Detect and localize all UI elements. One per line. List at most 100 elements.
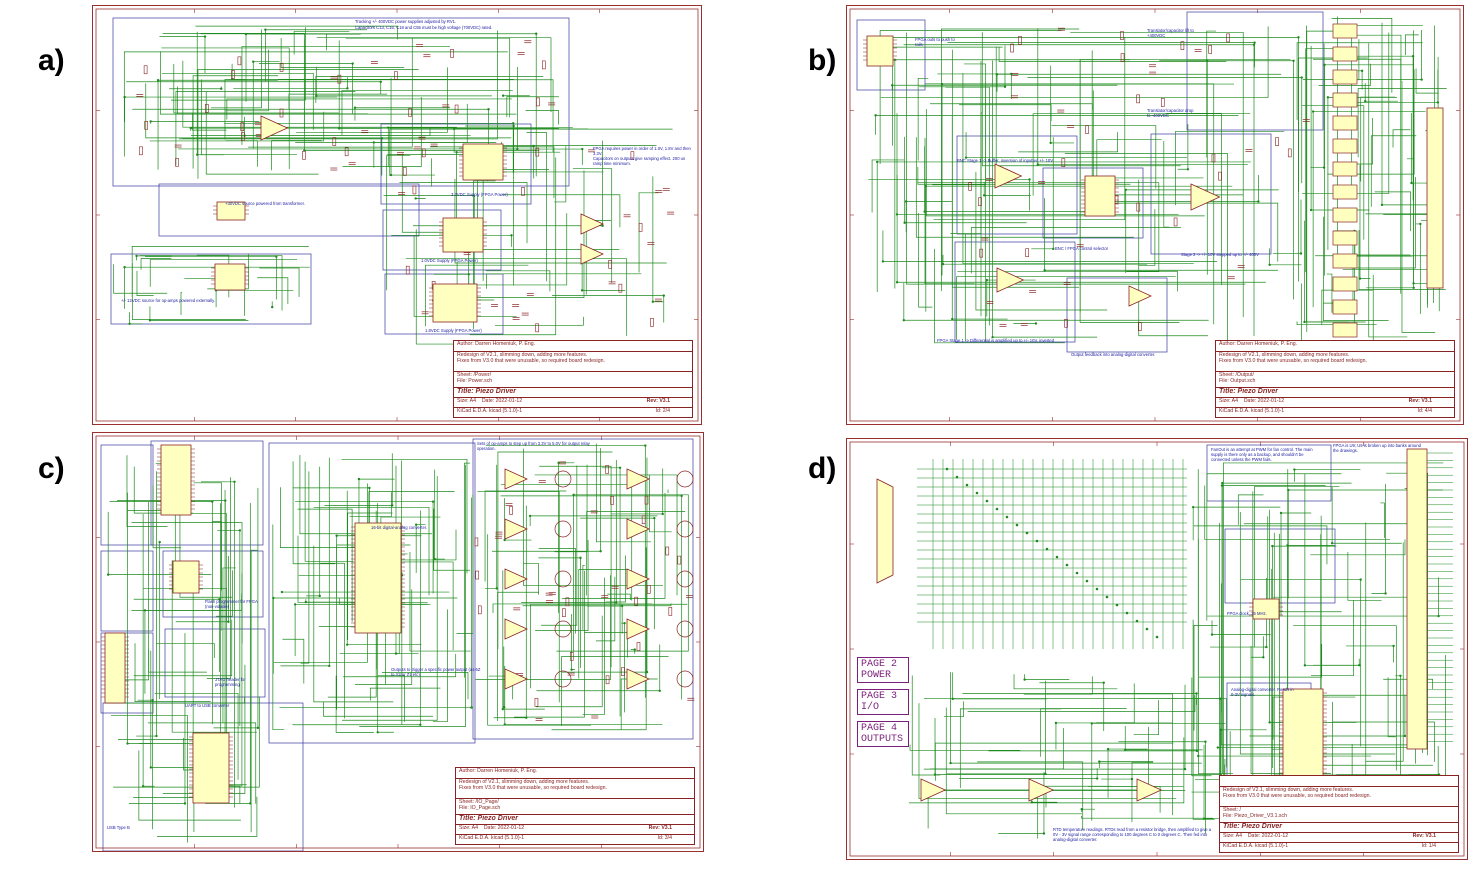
tb-file-text: File: IO_Page.sch — [459, 805, 501, 811]
schematic-sheet-output: FPGA outs to push to rails Translator/ca… — [846, 5, 1464, 425]
tb-redesign: Redesign of V2.1, slimming down, adding … — [454, 351, 692, 364]
tb-rev: Rev: V3.1 — [1408, 398, 1432, 404]
tb-sheet: Sheet: /Output/File: Output.sch — [1216, 371, 1454, 384]
tb-fixes-text: Fixes from V3.0 that were unusable, so r… — [459, 785, 607, 791]
tb-redesign: Redesign of V2.1, slimming down, adding … — [1220, 786, 1458, 799]
title-block: Author: Darren Homeniuk, P. Eng. Redesig… — [453, 340, 693, 418]
tb-file-text: File: Piezo_Driver_V3.1.sch — [1223, 813, 1288, 819]
tb-title: Title: Piezo Driver — [1216, 387, 1454, 395]
tb-size-date: Size: A4 Date: 2022-01-12 Rev: V3.1 — [1220, 832, 1458, 839]
tb-rev: Rev: V3.1 — [648, 825, 672, 831]
tb-sheet-text: Sheet: / — [1223, 807, 1241, 813]
tb-redesign-text: Redesign of V2.1, slimming down, adding … — [459, 779, 590, 785]
note-30v-source: +30VDC source powered from transformer. — [225, 201, 305, 206]
tb-kicad-text: KiCad E.D.A. kicad (5.1.0)-1 — [1219, 408, 1285, 414]
note-opamp-stepup: Sets of op-amps to step up from 3.3V to … — [477, 441, 590, 451]
title-block: Author: Darren Homeniuk, P. Eng. Redesig… — [455, 767, 695, 845]
tb-title: Title: Piezo Driver — [454, 387, 692, 395]
tb-fixes-text: Fixes from V3.0 that were unusable, so r… — [1223, 793, 1371, 799]
tb-author: Author: Darren Homeniuk, P. Eng. — [459, 768, 538, 774]
tb-kicad: KiCad E.D.A. kicad (5.1.0)-1 Id: 3/4 — [456, 834, 694, 841]
tb-author: Author: Darren Homeniuk, P. Eng. — [457, 341, 536, 347]
note-fpga-banks: FPGA is U9; U9 is broken up into banks a… — [1333, 443, 1421, 453]
tb-sheet: Sheet: /IO_Page/File: IO_Page.sch — [456, 798, 694, 811]
schematic-drawing-root — [849, 441, 1465, 857]
tb-file-text: File: Output.sch — [1219, 378, 1256, 384]
tb-size: Size: A4 — [1219, 398, 1239, 404]
note-1v8-supply: 1.8VDC Supply (FPGA Power) — [425, 328, 482, 333]
tb-id: Id: 1/4 — [1421, 843, 1436, 849]
tb-size-date: Size: A4 Date: 2022-01-12 Rev: V3.1 — [1216, 397, 1454, 404]
note-rtd: RTD temperature readings. RTDs read from… — [1053, 827, 1212, 842]
note-fpga-power: FPGA requires power in order of 1.0V, 1.… — [593, 146, 691, 156]
tb-fixes-text: Fixes from V3.0 that were unusable, so r… — [457, 358, 605, 364]
tb-rev: Rev: V3.1 — [646, 398, 670, 404]
note-usb: USB Type B — [107, 825, 130, 830]
note-fpga-outs: FPGA outs to push to rails — [915, 37, 955, 47]
tb-sheet: Sheet: /File: Piezo_Driver_V3.1.sch — [1220, 806, 1458, 819]
tb-sheet-text: Sheet: /Output/ — [1219, 372, 1254, 378]
tb-size-date: Size: A4 Date: 2022-01-12 Rev: V3.1 — [456, 824, 694, 831]
tb-fixes-text: Fixes from V3.0 that were unusable, so r… — [1219, 358, 1367, 364]
title-block: Redesign of V2.1, slimming down, adding … — [1219, 775, 1459, 853]
tb-title: Title: Piezo Driver — [1220, 822, 1458, 830]
note-dac: 16-bit digital-analog converter. — [371, 525, 428, 530]
title-block: Author: Darren Homeniuk, P. Eng. Redesig… — [1215, 340, 1455, 418]
note-ramp: Capacitors on outputs give ramping effec… — [593, 156, 686, 166]
note-opamp-source: +/- 12VDC source for op-amps powered ext… — [121, 298, 216, 303]
schematic-sheet-power: Tracking +/- 400VDC power supplies adjus… — [92, 5, 702, 425]
schematic-drawing-power — [95, 8, 699, 422]
panel-label-d: d) — [808, 452, 837, 485]
tb-sheet-text: Sheet: /Power/ — [457, 372, 492, 378]
tb-id: Id: 3/4 — [657, 835, 672, 841]
note-drop: Translator/capacitor drop to -400VDC — [1147, 108, 1194, 118]
tb-kicad: KiCad E.D.A. kicad (5.1.0)-1 Id: 1/4 — [1220, 842, 1458, 849]
note-fanout: FanOut is an attempt at PWM for fan cont… — [1211, 447, 1313, 462]
note-uart: UART to USB converter — [185, 703, 230, 708]
panel-label-c: c) — [38, 452, 65, 485]
tb-date: Date: 2022-01-12 — [483, 825, 525, 831]
tb-redesign: Redesign of V2.1, slimming down, adding … — [1216, 351, 1454, 364]
tb-kicad: KiCad E.D.A. kicad (5.1.0)-1 Id: 4/4 — [1216, 407, 1454, 414]
note-fpga-clock: FPGA clock, 25 MHz. — [1227, 611, 1267, 616]
panel-label-b: b) — [808, 44, 837, 77]
tb-kicad-text: KiCad E.D.A. kicad (5.1.0)-1 — [457, 408, 523, 414]
note-lift: Translator/capacitor lift to +400VDC — [1147, 28, 1194, 38]
note-bnc-stage1: BNC Stage 1 -> Buffer, inversion of inpu… — [957, 158, 1054, 163]
tb-date: Date: 2022-01-12 — [481, 398, 523, 404]
note-tracking: Tracking +/- 400VDC power supplies adjus… — [355, 19, 457, 24]
tb-author: Author: Darren Homeniuk, P. Eng. — [1219, 341, 1298, 347]
tb-date: Date: 2022-01-12 — [1243, 398, 1285, 404]
hier-sheet-outputs[interactable]: PAGE 4 OUTPUTS — [857, 721, 909, 747]
hier-sheet-power[interactable]: PAGE 2 POWER — [857, 657, 909, 683]
note-fpga-stage1: FPGA Stage 1 -> Differential is amplifie… — [937, 338, 1055, 343]
panel-label-a: a) — [38, 44, 65, 77]
tb-size: Size: A4 — [459, 825, 479, 831]
tb-title: Title: Piezo Driver — [456, 814, 694, 822]
tb-kicad: KiCad E.D.A. kicad (5.1.0)-1 Id: 2/4 — [454, 407, 692, 414]
note-trigger-outputs: Outputs to trigger a specific power outp… — [391, 667, 481, 677]
tb-rev: Rev: V3.1 — [1412, 833, 1436, 839]
note-selector: BNC / FPGA control selector — [1055, 246, 1109, 251]
tb-sheet: Sheet: /Power/File: Power.sch — [454, 371, 692, 384]
tb-kicad-text: KiCad E.D.A. kicad (5.1.0)-1 — [459, 835, 525, 841]
tb-id: Id: 2/4 — [655, 408, 670, 414]
tb-redesign-text: Redesign of V2.1, slimming down, adding … — [457, 352, 588, 358]
tb-size: Size: A4 — [1223, 833, 1243, 839]
tb-date: Date: 2022-01-12 — [1247, 833, 1289, 839]
schematic-drawing-io — [95, 435, 701, 851]
note-flash: Flash programmer for FPGA (non-volatile) — [205, 599, 258, 609]
tb-size-date: Size: A4 Date: 2022-01-12 Rev: V3.1 — [454, 397, 692, 404]
tb-size: Size: A4 — [457, 398, 477, 404]
tb-kicad-text: KiCad E.D.A. kicad (5.1.0)-1 — [1223, 843, 1289, 849]
note-3v3-supply: 3.3VDC Supply (FPGA Power) — [451, 192, 508, 197]
note-adc: Analog-digital converter. Reads in 0-3V … — [1231, 687, 1294, 697]
schematic-sheet-root: PAGE 2 POWER PAGE 3 I/O PAGE 4 OUTPUTS F… — [846, 438, 1468, 860]
tb-id: Id: 4/4 — [1417, 408, 1432, 414]
tb-redesign: Redesign of V2.1, slimming down, adding … — [456, 778, 694, 791]
hier-sheet-io[interactable]: PAGE 3 I/O — [857, 689, 909, 715]
tb-file-text: File: Power.sch — [457, 378, 493, 384]
tb-redesign-text: Redesign of V2.1, slimming down, adding … — [1219, 352, 1350, 358]
tb-sheet-text: Sheet: /IO_Page/ — [459, 799, 499, 805]
schematic-sheet-io: Sets of op-amps to step up from 3.3V to … — [92, 432, 704, 852]
